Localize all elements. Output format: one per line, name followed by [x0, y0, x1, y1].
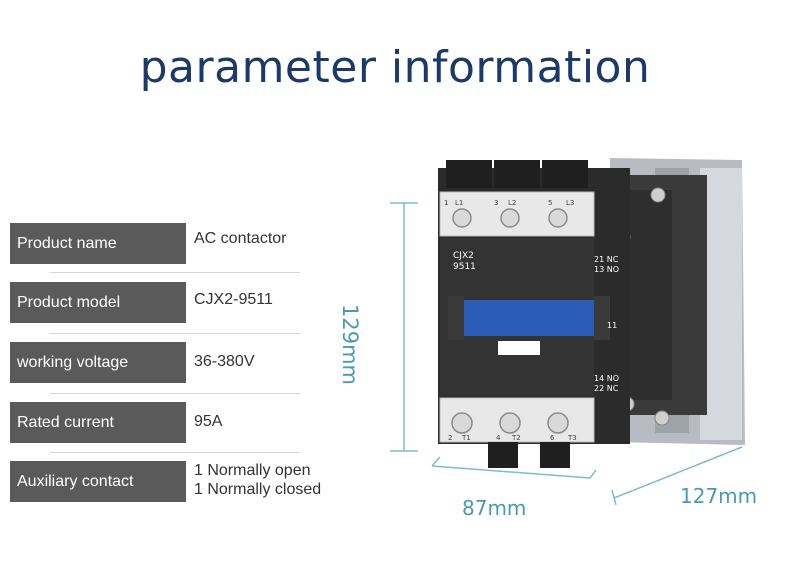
param-row-product-model: Product model CJX2-9511 [10, 282, 340, 323]
aux-bottom-1: 14 NO [594, 374, 619, 383]
model-line-1: CJX2 [453, 251, 474, 261]
terminal-mark: 5 [548, 199, 552, 207]
terminal-mark: T1 [461, 434, 471, 442]
center-label: 11 [607, 321, 617, 330]
param-value: CJX2-9511 [194, 291, 273, 308]
param-label: Auxiliary contact [10, 461, 186, 502]
param-label: working voltage [10, 342, 186, 383]
param-value: 36-380V [194, 353, 255, 370]
param-value: AC contactor [194, 230, 287, 247]
height-dimension-label: 129mm [338, 304, 362, 385]
param-label: Rated current [10, 402, 186, 443]
contactor-body [438, 160, 630, 468]
param-row-rated-current: Rated current 95A [10, 402, 340, 443]
model-line-2: 9511 [453, 262, 476, 272]
terminal-screws [451, 208, 569, 434]
aux-top-2: 13 NO [594, 265, 619, 274]
param-row-product-name: Product name AC contactor [10, 223, 340, 264]
terminal-mark: 3 [494, 199, 498, 207]
terminal-mark: L1 [455, 199, 463, 207]
width-dimension-line [431, 456, 597, 479]
param-row-working-voltage: working voltage 36-380V [10, 342, 340, 383]
divider [50, 393, 300, 394]
terminal-mark: 6 [550, 434, 555, 442]
terminal-mark: L2 [508, 199, 516, 207]
aux-line-open: 1 Normally open [194, 462, 311, 479]
height-dimension-line [390, 202, 418, 452]
param-label: Product model [10, 282, 186, 323]
aux-line-closed: 1 Normally closed [194, 481, 322, 498]
terminal-mark: T2 [511, 434, 521, 442]
page-title: parameter information [139, 42, 651, 93]
terminal-mark: L3 [566, 199, 574, 207]
depth-dimension-label: 127mm [680, 484, 758, 508]
param-value: 1 Normally open 1 Normally closed [194, 461, 321, 499]
terminal-mark: T3 [567, 434, 577, 442]
terminal-mark: 2 [448, 434, 452, 442]
aux-top-1: 21 NC [594, 255, 619, 264]
terminal-mark: 4 [496, 434, 501, 442]
divider [50, 272, 300, 273]
terminal-mark: 1 [444, 199, 448, 207]
param-label: Product name [10, 223, 186, 264]
divider [50, 333, 300, 334]
depth-dimension-line [611, 446, 743, 506]
width-dimension-label: 87mm [462, 496, 527, 520]
aux-bottom-2: 22 NC [594, 384, 619, 393]
param-value: 95A [194, 413, 223, 430]
divider [50, 452, 300, 453]
param-row-auxiliary-contact: Auxiliary contact 1 Normally open 1 Norm… [10, 461, 340, 502]
